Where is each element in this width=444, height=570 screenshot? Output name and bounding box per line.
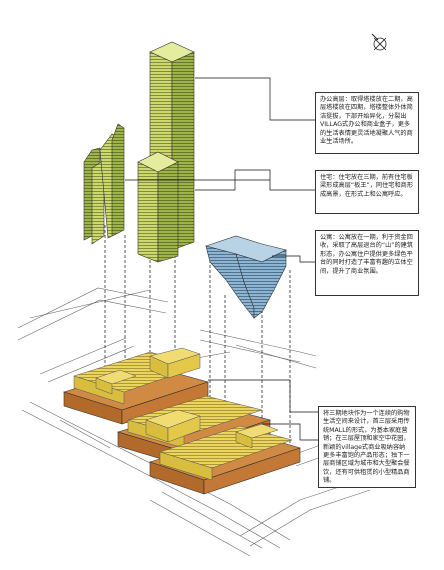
retail-podium bbox=[62, 347, 301, 495]
apartment-block bbox=[204, 235, 287, 319]
residential-note: 住宅：住宅放在三期，前有住宅板梁形成高层“板王”，同住宅和商形成高景，在形式上和… bbox=[315, 170, 419, 214]
north-arrow-icon bbox=[371, 33, 387, 51]
residential-towers bbox=[83, 123, 125, 245]
residential-tower-mid bbox=[137, 151, 179, 263]
office-tower-note: 办公高层：取得塔楼放在二期，高层塔楼放在四期，塔楼整体外体简洁挺拔，下部开始异化… bbox=[315, 92, 419, 154]
retail-podium-note: 将三期地块作为一个连续的购物生活空间来设计，首三层采用传统MALL的形式，为基本… bbox=[318, 406, 416, 488]
leader-lines bbox=[125, 77, 318, 441]
apartment-note: 公寓：公寓放在一期，利于资金回收，采取了高层退台的“山”的建筑形态，办公寓住户提… bbox=[315, 230, 419, 296]
